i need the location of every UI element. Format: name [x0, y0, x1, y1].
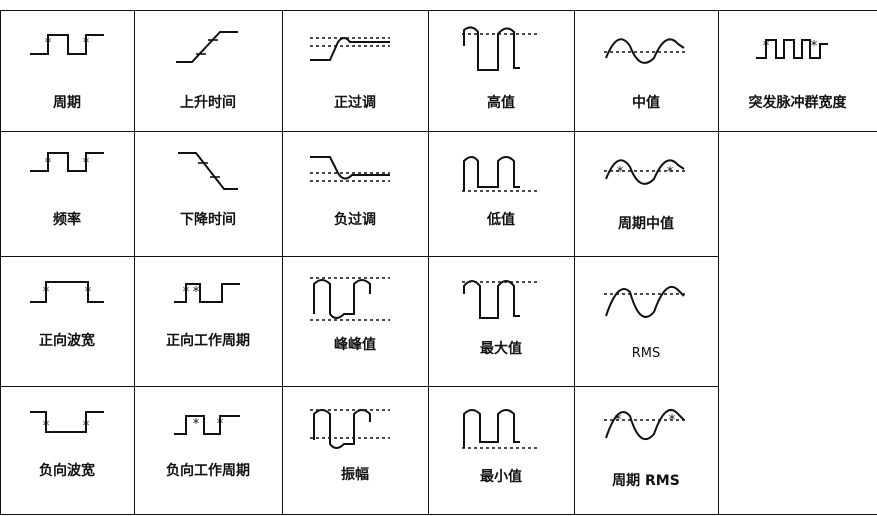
grid-line-col5 [718, 10, 719, 515]
label-fall-time: 下降时间 [180, 212, 236, 228]
label-high-value: 高值 [487, 95, 515, 111]
grid-line-col2 [282, 10, 283, 515]
label-min-value: 最小值 [480, 469, 522, 485]
svg-text:*: * [667, 165, 674, 180]
grid-line-top [0, 10, 877, 11]
grid-line-col0 [0, 10, 1, 515]
negative-overshoot-waveform-icon [310, 156, 390, 182]
svg-text:*: * [83, 156, 90, 171]
high-value-waveform-icon [462, 26, 540, 71]
svg-text:*: * [217, 417, 224, 432]
label-cycle-rms: 周期 RMS [612, 473, 680, 489]
svg-text:*: * [669, 413, 676, 428]
label-negative-duty-cycle: 负向工作周期 [166, 463, 250, 479]
label-period: 周期 [53, 95, 81, 111]
label-positive-overshoot: 正过调 [334, 95, 376, 111]
label-low-value: 低值 [487, 212, 515, 228]
frequency-waveform-icon: * * [30, 152, 104, 172]
low-value-waveform-icon [462, 156, 540, 192]
cell-high-value: 高值 [428, 10, 574, 131]
cycle-rms-waveform-icon: * * [604, 409, 686, 440]
burst-width-waveform-icon: * * [756, 39, 828, 59]
cell-positive-overshoot: 正过调 [282, 10, 428, 131]
cell-fall-time: 下降时间 [134, 131, 282, 256]
svg-text:*: * [763, 39, 770, 54]
mid-value-waveform-icon [604, 38, 686, 64]
cell-burst-width: * * 突发脉冲群宽度 [718, 10, 877, 131]
period-waveform-icon: * * [30, 34, 104, 55]
cell-empty-row3 [718, 256, 877, 386]
cell-min-value: 最小值 [428, 386, 574, 516]
cell-peak-to-peak: 峰峰值 [282, 256, 428, 386]
cell-negative-width: * * 负向波宽 [0, 386, 134, 516]
cell-rise-time: 上升时间 [134, 10, 282, 131]
grid-line-col4 [574, 10, 575, 515]
svg-text:*: * [43, 285, 50, 300]
cell-negative-duty-cycle: * * 负向工作周期 [134, 386, 282, 516]
cell-max-value: 最大值 [428, 256, 574, 386]
label-rise-time: 上升时间 [180, 95, 236, 111]
cell-amplitude: 振幅 [282, 386, 428, 516]
svg-text:*: * [43, 419, 50, 434]
positive-overshoot-waveform-icon [310, 37, 390, 61]
label-frequency: 频率 [53, 212, 81, 228]
label-rms: RMS [631, 346, 661, 361]
label-negative-width: 负向波宽 [39, 463, 95, 479]
cell-cycle-mid-value: * * 周期中值 [574, 131, 718, 256]
label-peak-to-peak: 峰峰值 [334, 337, 376, 353]
cell-period: * * 周期 [0, 10, 134, 131]
rise-time-waveform-icon [176, 31, 238, 63]
svg-text:*: * [45, 156, 52, 171]
max-value-waveform-icon [462, 280, 540, 319]
label-positive-duty-cycle: 正向工作周期 [166, 333, 250, 349]
grid-line-col1 [134, 10, 135, 515]
positive-width-waveform-icon: * * [30, 281, 104, 303]
svg-text:*: * [617, 165, 624, 180]
fall-time-waveform-icon [178, 152, 238, 190]
cell-empty-row4 [718, 386, 877, 516]
rms-waveform-icon [604, 285, 686, 318]
grid-line-row2 [0, 256, 718, 257]
negative-duty-cycle-waveform-icon: * * [174, 415, 240, 435]
svg-text:*: * [193, 417, 200, 432]
min-value-waveform-icon [462, 409, 540, 449]
grid-line-row3 [0, 386, 718, 387]
peak-to-peak-waveform-icon [310, 277, 390, 321]
amplitude-waveform-icon [310, 409, 390, 449]
grid-line-col3 [428, 10, 429, 515]
cell-positive-duty-cycle: * * 正向工作周期 [134, 256, 282, 386]
cell-empty-row2 [718, 131, 877, 256]
label-amplitude: 振幅 [341, 467, 369, 483]
label-max-value: 最大值 [480, 341, 522, 357]
svg-text:*: * [615, 413, 622, 428]
svg-text:*: * [83, 419, 90, 434]
label-positive-width: 正向波宽 [39, 333, 95, 349]
svg-text:*: * [83, 36, 90, 51]
grid-line-bottom [0, 514, 877, 515]
negative-width-waveform-icon: * * [30, 411, 104, 434]
label-negative-overshoot: 负过调 [334, 212, 376, 228]
svg-text:*: * [45, 36, 52, 51]
cell-low-value: 低值 [428, 131, 574, 256]
label-burst-width: 突发脉冲群宽度 [748, 95, 847, 111]
label-mid-value: 中值 [632, 95, 660, 111]
cell-cycle-rms: * * 周期 RMS [574, 386, 718, 516]
positive-duty-cycle-waveform-icon: * * [174, 283, 240, 303]
cycle-mid-value-waveform-icon: * * [604, 159, 686, 185]
cell-mid-value: 中值 [574, 10, 718, 131]
grid-line-row1 [0, 131, 877, 132]
svg-text:*: * [193, 285, 200, 300]
svg-text:*: * [183, 285, 190, 300]
cell-negative-overshoot: 负过调 [282, 131, 428, 256]
cell-positive-width: * * 正向波宽 [0, 256, 134, 386]
label-cycle-mid-value: 周期中值 [618, 216, 674, 232]
cell-frequency: * * 频率 [0, 131, 134, 256]
svg-text:*: * [811, 39, 818, 54]
cell-rms: RMS [574, 256, 718, 386]
svg-text:*: * [85, 285, 92, 300]
